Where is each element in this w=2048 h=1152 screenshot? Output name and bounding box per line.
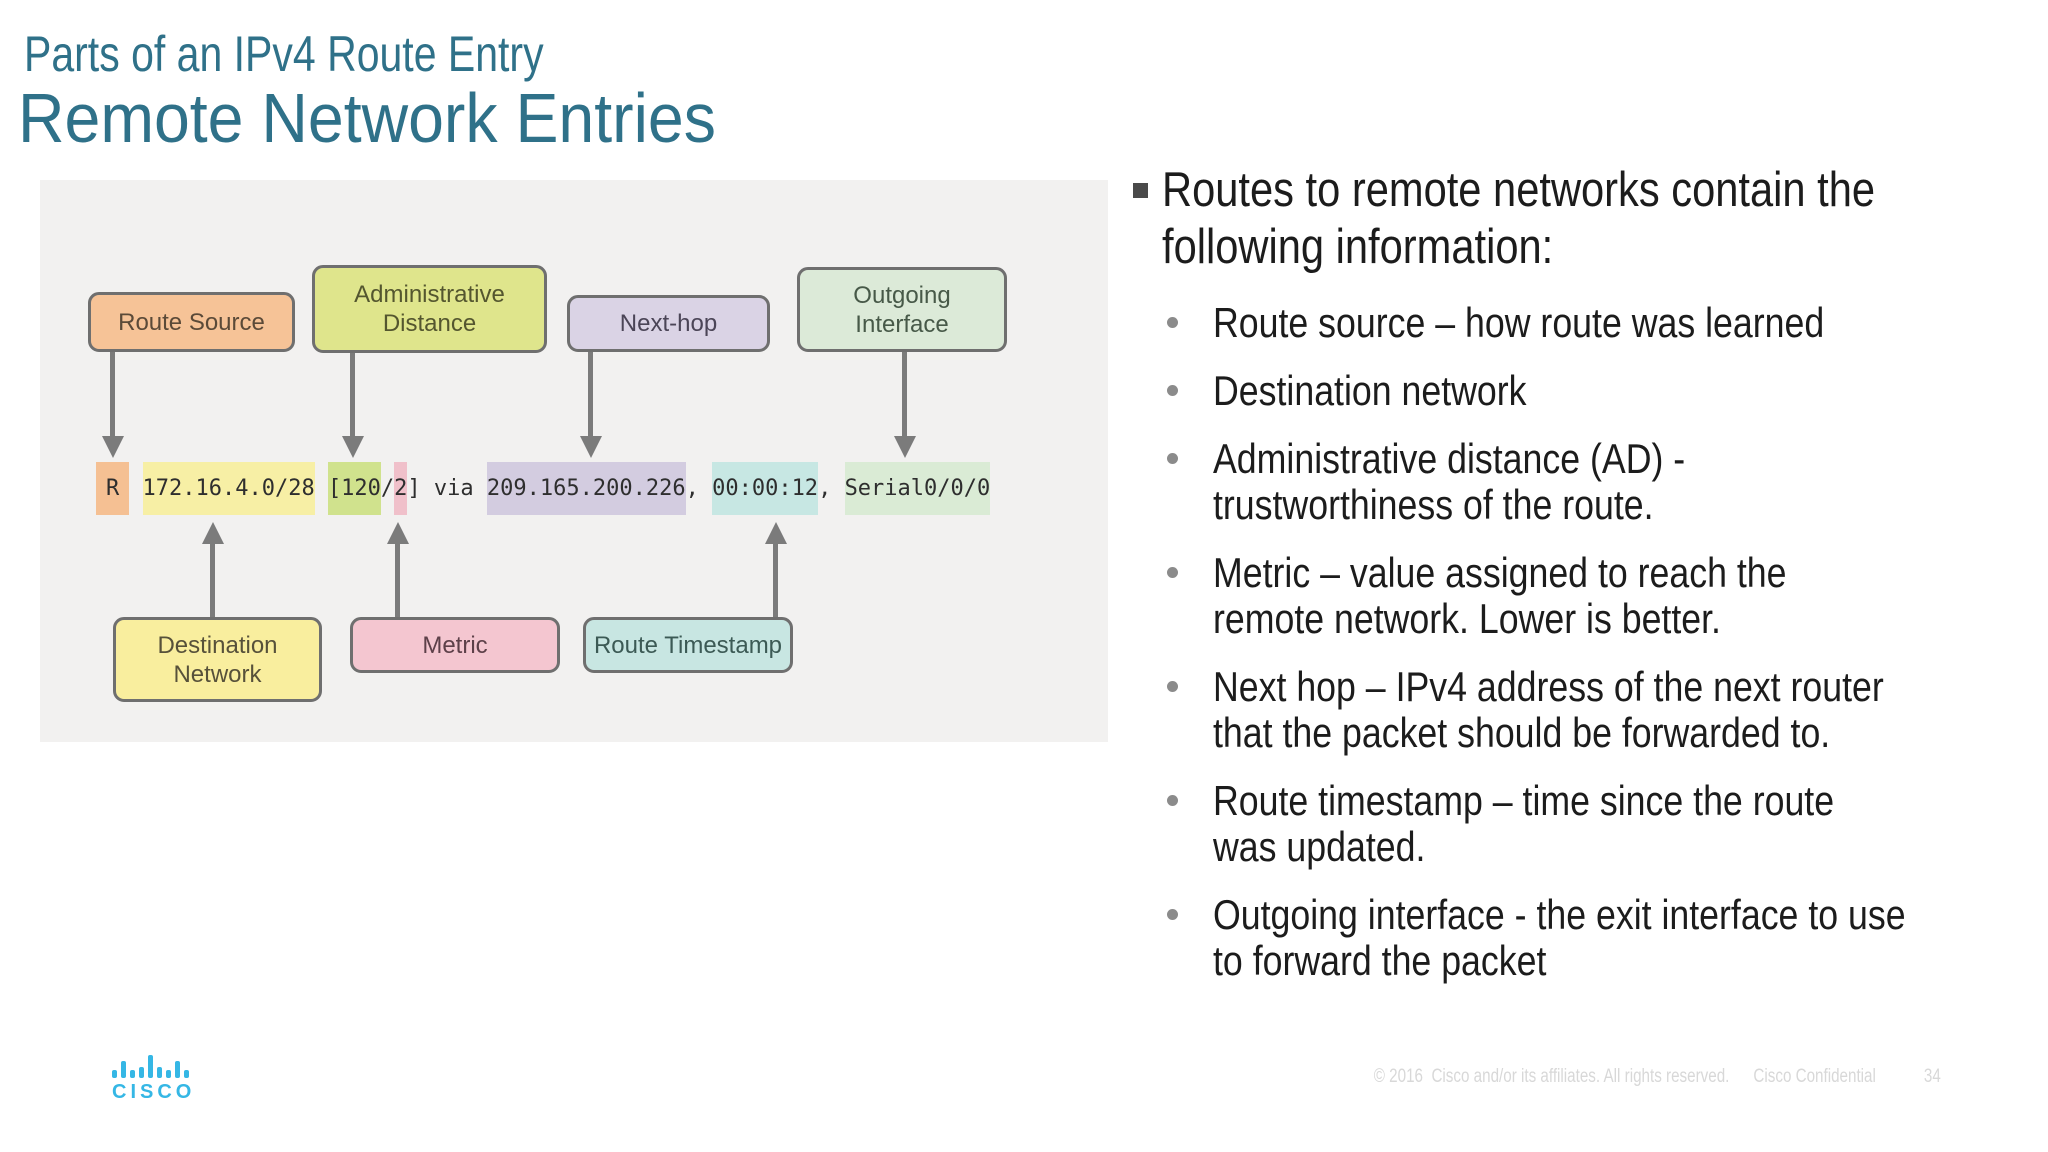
route-segment: Serial0/0/0: [844, 462, 991, 515]
diagram-box-administrative-distance: Administrative Distance: [312, 265, 547, 353]
diagram-box-metric: Metric: [350, 617, 560, 673]
route-segment: 00:00:12: [712, 462, 819, 515]
cisco-logo-bar: [130, 1070, 135, 1078]
arrow-destination-network-stem: [210, 542, 215, 617]
dot-bullet-icon: [1167, 681, 1178, 692]
confidential-text: Cisco Confidential: [1753, 1066, 1877, 1087]
dot-bullet-icon: [1167, 567, 1178, 578]
arrow-administrative-distance-head: [342, 436, 364, 458]
route-entry-line: R 172.16.4.0/28 [120/2] via 209.165.200.…: [96, 462, 991, 515]
diagram-box-destination-network: Destination Network: [113, 617, 322, 702]
page-title: Remote Network Entries: [18, 79, 716, 157]
route-segment: ,: [685, 476, 713, 501]
bullet-text: Route timestamp – time since the route w…: [1213, 777, 1835, 870]
bullet-text: Metric – value assigned to reach the rem…: [1213, 549, 1787, 642]
arrow-destination-network-head: [202, 522, 224, 544]
arrow-next-hop-stem: [588, 352, 593, 438]
route-segment: [315, 462, 328, 515]
arrow-outgoing-interface-head: [894, 436, 916, 458]
cisco-logo-bar: [184, 1070, 189, 1078]
page-number: 34: [1924, 1066, 1941, 1087]
bullet-item: Next hop – IPv4 address of the next rout…: [1160, 664, 2028, 756]
bullet-item: Route source – how route was learned: [1160, 300, 2028, 346]
cisco-logo-bar: [148, 1055, 153, 1078]
route-segment: 209.165.200.226: [486, 462, 686, 515]
bullet-text: Administrative distance (AD) - trustwort…: [1213, 435, 1686, 528]
arrow-route-timestamp-stem: [773, 542, 778, 617]
diagram-box-next-hop: Next-hop: [567, 295, 770, 352]
diagram-box-route-timestamp: Route Timestamp: [583, 617, 793, 673]
arrow-metric-head: [387, 522, 409, 544]
cisco-logo-bar: [121, 1061, 126, 1078]
arrow-administrative-distance-stem: [350, 352, 355, 438]
bullet-text: Route source – how route was learned: [1213, 299, 1825, 346]
route-segment: [129, 462, 142, 515]
slide-kicker: Parts of an IPv4 Route Entry: [24, 26, 544, 82]
dot-bullet-icon: [1167, 453, 1178, 464]
cisco-logo-text: CISCO: [112, 1081, 196, 1103]
bullet-text: Outgoing interface - the exit interface …: [1213, 891, 1906, 984]
cisco-logo-bar: [112, 1070, 117, 1078]
route-segment: 2: [394, 462, 408, 515]
route-segment: ,: [818, 476, 845, 501]
diagram-box-route-source: Route Source: [88, 292, 295, 352]
cisco-logo-bar: [139, 1067, 144, 1078]
route-segment: R: [96, 462, 130, 515]
cisco-logo-bar: [166, 1070, 171, 1078]
bullet-item: Route timestamp – time since the route w…: [1160, 778, 2028, 870]
arrow-metric-stem: [395, 542, 400, 617]
route-segment: 172.16.4.0/28: [142, 462, 315, 515]
bullet-item: Metric – value assigned to reach the rem…: [1160, 550, 2028, 642]
bullet-item: Administrative distance (AD) - trustwort…: [1160, 436, 2028, 528]
square-bullet-icon: [1133, 183, 1148, 198]
cisco-logo-bar: [157, 1067, 162, 1078]
dot-bullet-icon: [1167, 795, 1178, 806]
arrow-route-source-head: [102, 436, 124, 458]
footer: © 2016 Cisco and/or its affiliates. All …: [1374, 1066, 1941, 1088]
bullet-text: Next hop – IPv4 address of the next rout…: [1213, 663, 1884, 756]
arrow-route-timestamp-head: [765, 522, 787, 544]
route-segment: ] via: [407, 476, 487, 501]
dot-bullet-icon: [1167, 385, 1178, 396]
arrow-next-hop-head: [580, 436, 602, 458]
lead-bullet: Routes to remote networks contain the fo…: [1128, 162, 2001, 276]
cisco-logo-bar: [175, 1061, 180, 1078]
route-entry-figure: R 172.16.4.0/28 [120/2] via 209.165.200.…: [40, 180, 1108, 742]
dot-bullet-icon: [1167, 909, 1178, 920]
lead-bullet-text: Routes to remote networks contain the fo…: [1162, 163, 1876, 274]
arrow-route-source-stem: [110, 352, 115, 438]
copyright-text: © 2016 Cisco and/or its affiliates. All …: [1373, 1066, 1730, 1087]
dot-bullet-icon: [1167, 317, 1178, 328]
diagram-box-outgoing-interface: Outgoing Interface: [797, 267, 1007, 352]
cisco-logo-icon: [112, 1054, 195, 1078]
route-segment: /: [380, 476, 395, 501]
cisco-logo: CISCO: [112, 1054, 195, 1104]
bullet-item: Outgoing interface - the exit interface …: [1160, 892, 2028, 984]
bullet-item: Destination network: [1160, 368, 2028, 414]
bullet-text: Destination network: [1213, 367, 1527, 414]
route-segment: [120: [327, 462, 381, 515]
arrow-outgoing-interface-stem: [902, 352, 907, 438]
